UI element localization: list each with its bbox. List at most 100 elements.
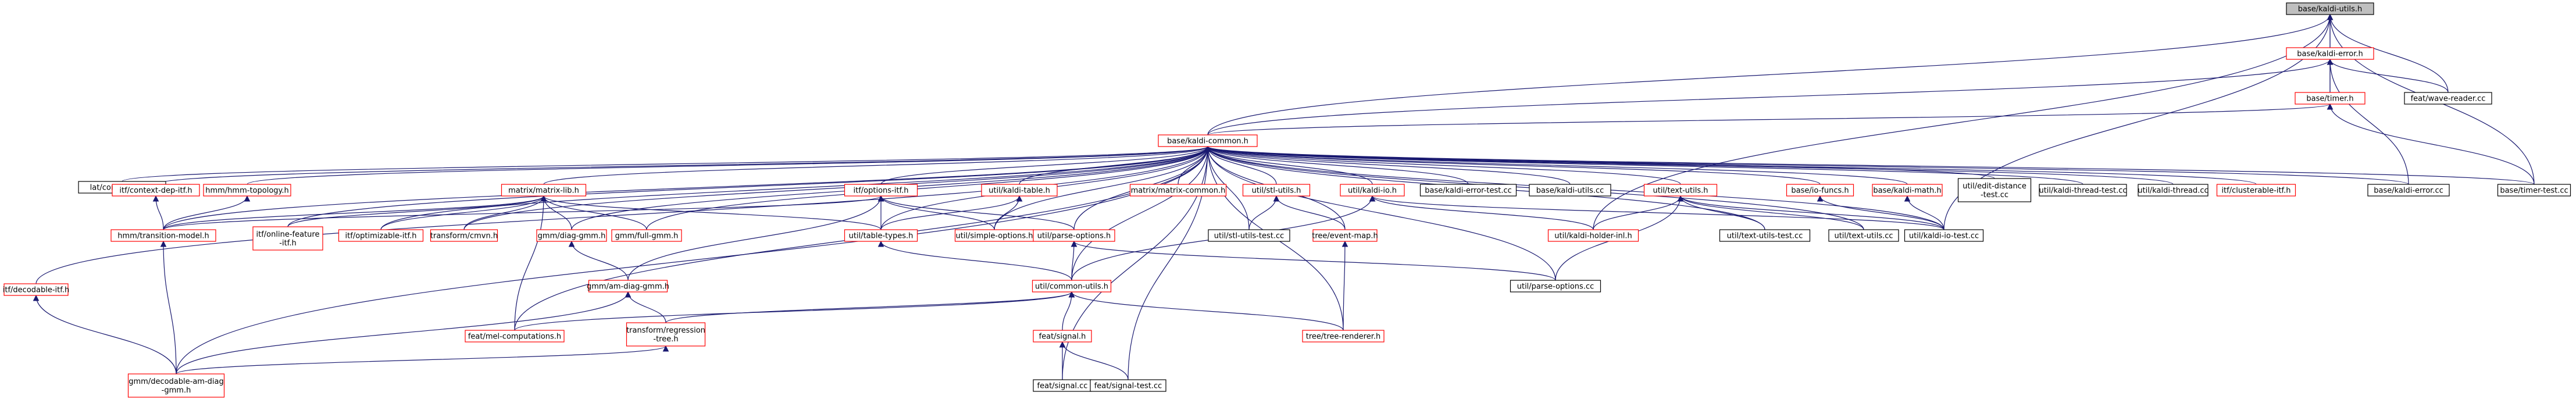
graph-node-feat-wave-reader-cc[interactable]: feat/wave-reader.cc <box>2404 92 2492 105</box>
graph-node-base-kaldi-common-h[interactable]: base/kaldi-common.h <box>1158 134 1258 147</box>
graph-node-util-text-utils-test-cc[interactable]: util/text-utils-test.cc <box>1719 229 1811 242</box>
graph-node-box <box>430 229 498 242</box>
graph-node-itf-options-itf-h[interactable]: itf/options-itf.h <box>844 184 918 197</box>
graph-node-itf-clusterable-itf-h[interactable]: itf/clusterable-itf.h <box>2216 184 2296 197</box>
graph-node-feat-mel-computations-h[interactable]: feat/mel-computations.h <box>465 330 565 343</box>
graph-node-base-kaldi-utils-h[interactable]: base/kaldi-utils.h <box>2286 2 2374 15</box>
graph-node-base-timer-h[interactable]: base/timer.h <box>2295 92 2366 105</box>
graph-edge <box>514 291 1075 331</box>
graph-node-feat-signal-test-cc[interactable]: feat/signal-test.cc <box>1090 379 1166 392</box>
graph-node-box <box>1529 184 1611 197</box>
graph-edge <box>163 195 251 230</box>
graph-node-util-text-utils-h[interactable]: util/text-utils.h <box>1643 184 1718 197</box>
graph-edge <box>1205 145 1995 179</box>
graph-edge <box>514 195 547 331</box>
graph-node-box <box>536 229 607 242</box>
graph-node-label: -test.cc <box>1981 191 2008 199</box>
graph-node-label: -tree.h <box>653 335 678 344</box>
graph-node-base-kaldi-utils-cc[interactable]: base/kaldi-utils.cc <box>1529 184 1611 197</box>
graph-node-itf-decodable-itf-h[interactable]: itf/decodable-itf.h <box>3 283 70 296</box>
graph-edge <box>176 291 631 375</box>
graph-node-util-parse-options-h[interactable]: util/parse-options.h <box>1033 229 1115 242</box>
graph-node-itf-online-feature-itf-h[interactable]: itf/online-feature-itf.h <box>252 226 323 251</box>
graph-node-util-kaldi-io-test-cc[interactable]: util/kaldi-io-test.cc <box>1904 229 1984 242</box>
graph-edge <box>287 145 1211 227</box>
graph-node-box <box>252 226 323 251</box>
graph-node-label: util/common-utils.h <box>1035 283 1108 291</box>
graph-edge <box>35 145 1211 284</box>
graph-node-box <box>1090 379 1166 392</box>
graph-node-gmm-full-gmm-h[interactable]: gmm/full-gmm.h <box>611 229 682 242</box>
graph-node-base-kaldi-error-h[interactable]: base/kaldi-error.h <box>2286 47 2374 60</box>
graph-nodes: base/kaldi-utils.h base/kaldi-error.h base… <box>3 2 2571 398</box>
graph-node-base-io-funcs-h[interactable]: base/io-funcs.h <box>1786 184 1854 197</box>
graph-node-box <box>203 184 291 197</box>
graph-edge <box>122 145 1211 182</box>
graph-node-label: tree/tree-renderer.h <box>1306 333 1381 341</box>
graph-edge <box>665 291 1075 323</box>
graph-node-util-common-utils-h[interactable]: util/common-utils.h <box>1032 280 1112 293</box>
graph-node-base-kaldi-error-cc[interactable]: base/kaldi-error.cc <box>2367 184 2450 197</box>
graph-node-util-edit-distance-test-cc[interactable]: util/edit-distance-test.cc <box>1957 178 2032 202</box>
graph-edge <box>33 294 177 375</box>
graph-node-base-timer-test-cc[interactable]: base/timer-test.cc <box>2497 184 2571 197</box>
graph-node-util-kaldi-thread-cc[interactable]: util/kaldi-thread.cc <box>2138 184 2208 197</box>
graph-edge <box>160 240 177 375</box>
graph-edge <box>380 145 1211 230</box>
graph-edge <box>1204 145 1681 185</box>
graph-node-util-kaldi-holder-inl-h[interactable]: util/kaldi-holder-inl.h <box>1547 229 1639 242</box>
graph-node-util-kaldi-io-h[interactable]: util/kaldi-io.h <box>1340 184 1405 197</box>
graph-node-gmm-am-diag-gmm-h[interactable]: gmm/am-diag-gmm.h <box>587 280 669 293</box>
graph-node-box <box>2367 184 2450 197</box>
graph-node-box <box>465 330 565 343</box>
graph-node-util-parse-options-cc[interactable]: util/parse-options.cc <box>1510 280 1601 293</box>
graph-node-label: itf/clusterable-itf.h <box>2221 187 2290 195</box>
graph-edge <box>1207 103 2333 135</box>
graph-node-box <box>1419 184 1517 197</box>
graph-node-matrix-matrix-common-h[interactable]: matrix/matrix-common.h <box>1129 184 1227 197</box>
graph-edge <box>877 195 995 230</box>
graph-node-box <box>1208 229 1290 242</box>
graph-node-base-kaldi-math-h[interactable]: base/kaldi-math.h <box>1872 184 1943 197</box>
graph-node-util-stl-utils-test-cc[interactable]: util/stl-utils-test.cc <box>1208 229 1290 242</box>
graph-node-label: util/stl-utils.h <box>1252 187 1301 195</box>
graph-node-itf-context-dep-itf-h[interactable]: itf/context-dep-itf.h <box>112 184 200 197</box>
graph-node-label: feat/signal-test.cc <box>1094 382 1162 391</box>
graph-edge <box>877 240 1072 281</box>
graph-node-util-kaldi-thread-test-cc[interactable]: util/kaldi-thread-test.cc <box>2039 184 2127 197</box>
graph-node-hmm-hmm-topology-h[interactable]: hmm/hmm-topology.h <box>203 184 291 197</box>
graph-node-util-text-utils-cc[interactable]: util/text-utils.cc <box>1828 229 1899 242</box>
graph-node-matrix-matrix-lib-h[interactable]: matrix/matrix-lib.h <box>501 184 587 197</box>
graph-node-label: base/timer-test.cc <box>2500 187 2568 195</box>
graph-node-transform-cmvn-h[interactable]: transform/cmvn.h <box>430 229 498 242</box>
graph-node-util-stl-utils-h[interactable]: util/stl-utils.h <box>1242 184 1311 197</box>
graph-node-box <box>110 229 216 242</box>
graph-node-transform-regression-tree-h[interactable]: transform/regression-tree.h <box>626 322 706 347</box>
graph-node-box <box>1129 184 1227 197</box>
graph-node-tree-tree-renderer-h[interactable]: tree/tree-renderer.h <box>1302 330 1385 343</box>
graph-node-box <box>1510 280 1601 293</box>
graph-node-box <box>2216 184 2296 197</box>
graph-edge <box>463 195 547 230</box>
graph-node-gmm-diag-gmm-h[interactable]: gmm/diag-gmm.h <box>536 229 607 242</box>
graph-node-label: tree/event-map.h <box>1312 232 1378 241</box>
graph-node-util-simple-options-h[interactable]: util/simple-options.h <box>954 229 1034 242</box>
graph-edge <box>1062 291 1075 331</box>
graph-node-feat-signal-h[interactable]: feat/signal.h <box>1033 330 1092 343</box>
graph-node-util-table-types-h[interactable]: util/table-types.h <box>844 229 918 242</box>
graph-node-tree-event-map-h[interactable]: tree/event-map.h <box>1312 229 1378 242</box>
graph-node-gmm-decodable-am-diag-gmm-h[interactable]: gmm/decodable-am-diag-gmm.h <box>127 373 225 398</box>
graph-node-label: util/text-utils.cc <box>1834 232 1893 241</box>
graph-node-label: util/text-utils.h <box>1653 187 1708 195</box>
graph-node-util-kaldi-table-h[interactable]: util/kaldi-table.h <box>981 184 1058 197</box>
graph-node-label: util/kaldi-table.h <box>989 187 1050 195</box>
graph-node-label: base/timer.h <box>2306 95 2353 104</box>
graph-node-hmm-transition-model-h[interactable]: hmm/transition-model.h <box>110 229 216 242</box>
graph-node-base-kaldi-error-test-cc[interactable]: base/kaldi-error-test.cc <box>1419 184 1517 197</box>
graph-node-itf-optimizable-itf-h[interactable]: itf/optimizable-itf.h <box>338 229 424 242</box>
graph-node-feat-signal-cc[interactable]: feat/signal.cc <box>1033 379 1092 392</box>
graph-node-label: -gmm.h <box>162 386 191 395</box>
graph-edge <box>1205 145 2257 185</box>
graph-edge <box>1248 195 1280 230</box>
graph-node-label: itf/context-dep-itf.h <box>119 187 192 195</box>
